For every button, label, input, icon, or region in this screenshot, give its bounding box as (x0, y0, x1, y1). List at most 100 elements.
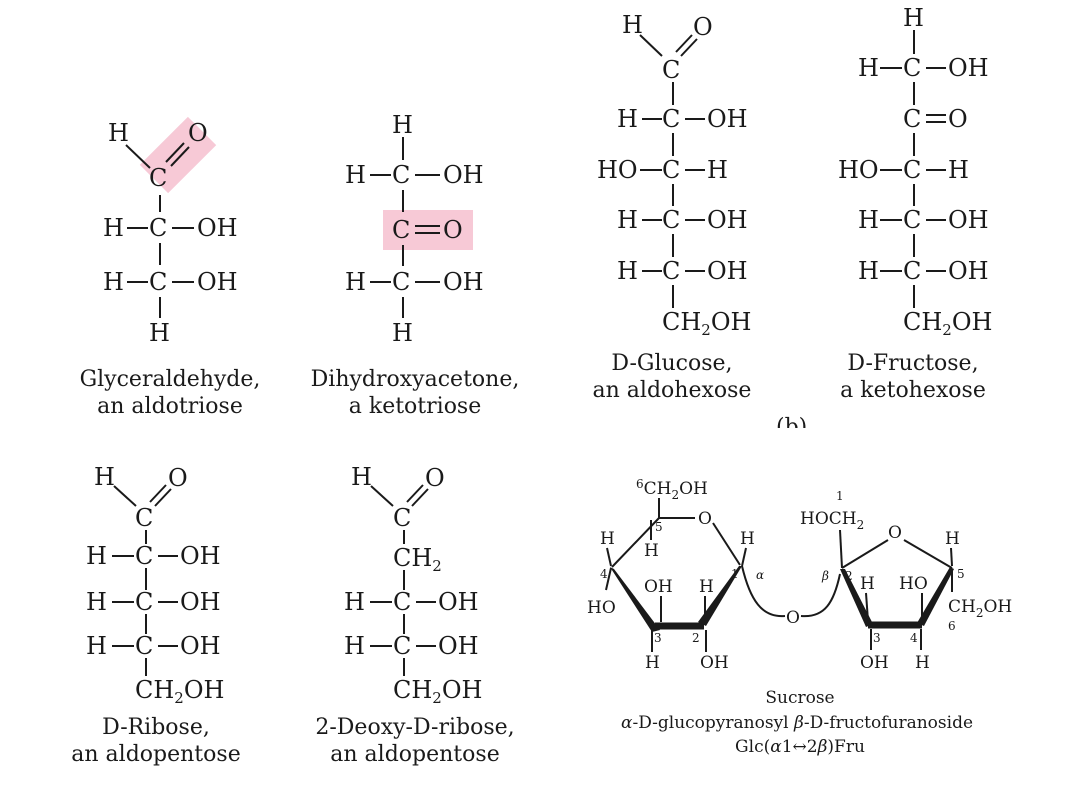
atom-h: H (345, 161, 366, 189)
atom-c: C (135, 588, 153, 616)
atom-oh: OH (197, 268, 238, 296)
ribose-type: an aldopentose (71, 742, 240, 767)
atom-c: C (903, 156, 921, 184)
atom-c: C (903, 206, 921, 234)
atom-oh: OH (443, 268, 484, 296)
dihydroxyacetone-name: Dihydroxyacetone, (311, 367, 520, 392)
atom-ho: HO (838, 156, 879, 184)
atom-h: H (94, 463, 115, 491)
glyceraldehyde-structure: H O C H C OH H C OH H Glyceraldehyde, an… (80, 116, 261, 419)
fru-h4: H (915, 653, 930, 673)
atom-c: C (392, 216, 410, 244)
fructose-structure: H H C OH C O HO C H H C OH H C OH CH2OH … (838, 4, 992, 403)
atom-h: H (392, 319, 413, 347)
ribose-structure: H O C H C OH H C OH H C OH CH2OH D-Ribos… (71, 463, 240, 767)
glyceraldehyde-name: Glyceraldehyde, (80, 367, 261, 392)
atom-c: C (393, 588, 411, 616)
atom-oh: OH (707, 105, 748, 133)
atom-h: H (86, 588, 107, 616)
atom-c: C (392, 161, 410, 189)
atom-c: C (662, 257, 680, 285)
atom-h: H (858, 54, 879, 82)
atom-oh: OH (948, 54, 989, 82)
glc-c2: 2 (692, 631, 700, 645)
atom-h: H (86, 542, 107, 570)
glucose-type: an aldohexose (593, 378, 752, 403)
atom-h: H (617, 206, 638, 234)
atom-h: H (344, 588, 365, 616)
atom-o: O (425, 464, 445, 492)
glucose-name: D-Glucose, (611, 351, 732, 376)
aldehyde-highlight (139, 116, 217, 194)
atom-o: O (693, 13, 713, 41)
deoxyribose-type: an aldopentose (330, 742, 499, 767)
atom-ch2oh: CH2OH (903, 308, 992, 339)
atom-o: O (168, 464, 188, 492)
atom-oh: OH (180, 588, 221, 616)
fructose-type: a ketohexose (840, 378, 986, 403)
atom-h: H (344, 632, 365, 660)
svg-text:(b): (b) (776, 415, 807, 440)
fru-oh3: OH (860, 653, 889, 673)
glycosidic-oxygen: O (786, 608, 800, 628)
glc-ho4: HO (587, 598, 616, 618)
deoxyribose-name: 2-Deoxy-D-ribose, (315, 715, 514, 740)
ribose-name: D-Ribose, (102, 715, 210, 740)
atom-c: C (662, 56, 680, 84)
glc-ch2oh: 6CH2OH (636, 477, 708, 502)
dihydroxyacetone-type: a ketotriose (349, 394, 482, 419)
atom-h: H (86, 632, 107, 660)
panel-marker: (b) (776, 415, 807, 440)
atom-c: C (903, 257, 921, 285)
glc-h4-top: H (600, 529, 615, 549)
atom-c: C (135, 542, 153, 570)
atom-oh: OH (438, 632, 479, 660)
ketone-highlight (383, 210, 473, 250)
atom-c: C (149, 164, 167, 192)
atom-o: O (948, 105, 968, 133)
glc-h2: H (699, 577, 714, 597)
dihydroxyacetone-structure: H H C OH C O H C OH H Dihydroxyacetone, … (311, 111, 520, 419)
glc-oh2: OH (700, 653, 729, 673)
sucrose-abbreviation: Glc(α1↔2β)Fru (735, 737, 865, 757)
glucopyranose-ring: 6CH2OH O 5 H H 4 HO H 1 α OH H 3 (587, 477, 764, 673)
atom-h: H (345, 268, 366, 296)
sucrose-systematic-name: α-D-glucopyranosyl β-D-fructofuranoside (621, 713, 973, 733)
deoxyribose-structure: H O C CH2 H C OH H C OH CH2OH 2-Deoxy-D-… (315, 463, 514, 767)
atom-c: C (393, 504, 411, 532)
fru-beta: β (821, 569, 829, 583)
fru-h5: H (945, 529, 960, 549)
fru-c5: 5 (957, 567, 965, 581)
atom-ch2oh: CH2OH (393, 676, 482, 707)
atom-oh: OH (443, 161, 484, 189)
atom-oh: OH (707, 206, 748, 234)
atom-c: C (393, 632, 411, 660)
atom-ch2oh: CH2OH (135, 676, 224, 707)
atom-oh: OH (180, 632, 221, 660)
atom-h: H (149, 319, 170, 347)
glc-h1-top: H (740, 529, 755, 549)
atom-ch2: CH2 (393, 544, 442, 575)
fru-c6: 6 (948, 619, 956, 633)
atom-c: C (135, 632, 153, 660)
atom-ho: HO (597, 156, 638, 184)
atom-h: H (617, 257, 638, 285)
atom-o: O (443, 216, 463, 244)
atom-c: C (903, 54, 921, 82)
fru-c2: 2 (845, 569, 853, 583)
sucrose-name: Sucrose (765, 688, 834, 708)
glc-h5: H (644, 541, 659, 561)
atom-c: C (903, 105, 921, 133)
atom-h: H (858, 257, 879, 285)
atom-c: C (149, 214, 167, 242)
atom-oh: OH (948, 206, 989, 234)
atom-h: H (103, 268, 124, 296)
glyceraldehyde-type: an aldotriose (97, 394, 243, 419)
atom-oh: OH (707, 257, 748, 285)
fru-ho4: HO (899, 574, 928, 594)
atom-c: C (392, 268, 410, 296)
atom-h: H (903, 4, 924, 32)
fructofuranose-ring: HOCH2 1 β 2 O H HO H 5 CH2OH 6 3 4 OH (800, 489, 1012, 673)
glc-c5: 5 (655, 520, 663, 534)
atom-c: C (662, 105, 680, 133)
